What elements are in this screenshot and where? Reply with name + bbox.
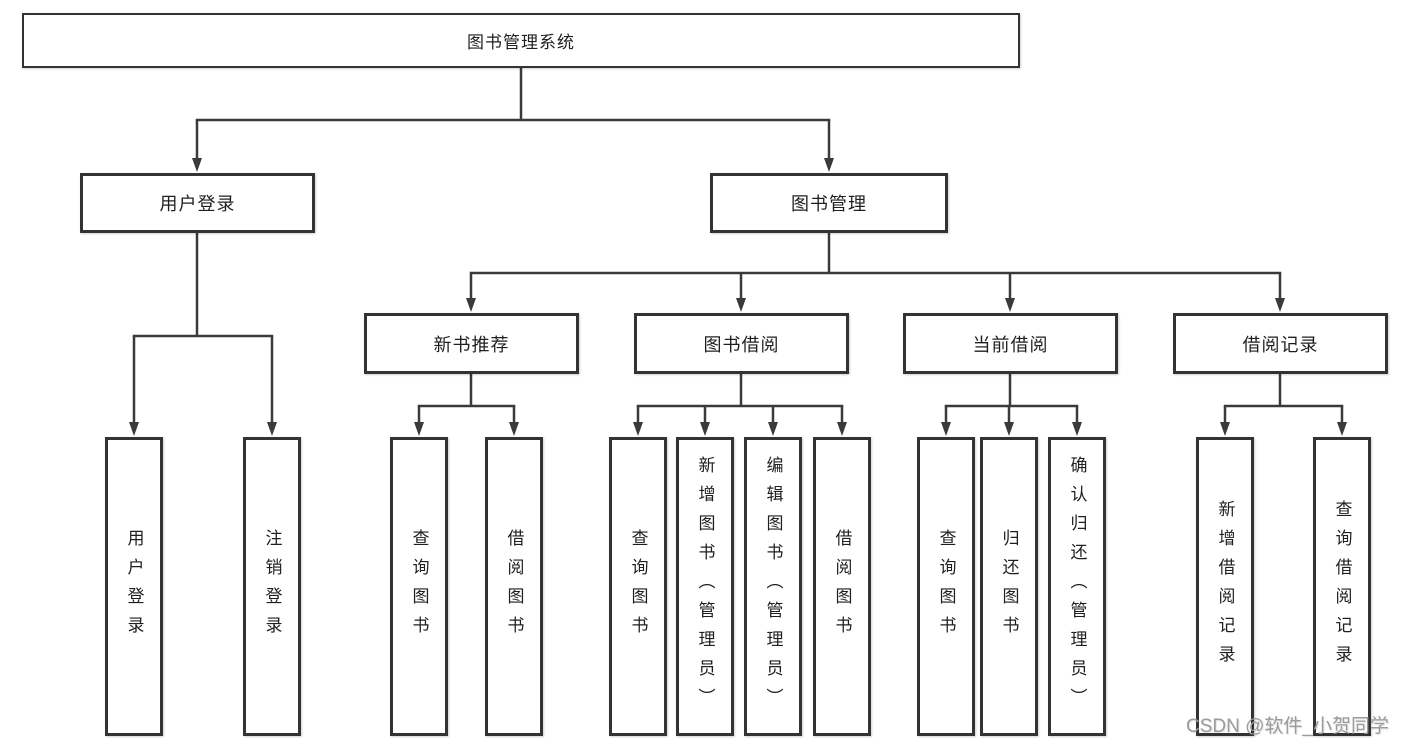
node-book-management: 图书管理 <box>710 173 948 233</box>
arrowhead-leaf <box>1220 422 1230 436</box>
leaf-add-borrow-record: 新增借阅记录 <box>1196 437 1254 736</box>
leaf-query-book-recommend: 查询图书 <box>390 437 448 736</box>
arrowhead-leaf <box>129 422 139 436</box>
connector-mgmt-to-level3 <box>469 233 1282 300</box>
node-label: 图书借阅 <box>703 334 780 355</box>
node-label: 编辑图书（管理员） <box>763 456 783 717</box>
csdn-watermark: CSDN @软件_小贺同学 <box>1186 716 1389 737</box>
node-label: 用户登录 <box>159 194 236 214</box>
leaf-edit-book-admin: 编辑图书（管理员） <box>744 437 802 736</box>
arrowhead-leaf <box>1072 422 1082 436</box>
node-book-borrow: 图书借阅 <box>634 313 849 374</box>
node-library-management-system: 图书管理系统 <box>22 13 1020 68</box>
node-user-login: 用户登录 <box>80 173 315 233</box>
node-label: 新书推荐 <box>433 334 510 355</box>
arrowhead-leaf <box>837 422 847 436</box>
arrowhead-leaf <box>768 422 778 436</box>
node-label: 借阅记录 <box>1242 334 1319 355</box>
arrowhead-leaf <box>633 422 643 436</box>
leaf-confirm-return-admin: 确认归还（管理员） <box>1048 437 1106 736</box>
leaf-borrow-book: 借阅图书 <box>813 437 871 736</box>
node-new-book-recommend: 新书推荐 <box>364 313 579 374</box>
arrowhead-leaf <box>267 422 277 436</box>
connector-login-to-leaves <box>132 233 274 424</box>
connector-root-to-level2 <box>195 68 831 160</box>
leaf-user-login: 用户登录 <box>105 437 163 736</box>
arrowhead-level3 <box>1005 298 1015 312</box>
arrowhead-level3 <box>466 298 476 312</box>
node-label: 查询图书 <box>628 528 648 645</box>
connector-records-to-leaves <box>1223 374 1344 424</box>
arrowhead-leaf <box>1004 422 1014 436</box>
connector-current-to-leaves <box>944 374 1079 424</box>
arrowhead-leaf <box>941 422 951 436</box>
node-label: 图书管理 <box>791 194 867 214</box>
node-borrow-records: 借阅记录 <box>1173 313 1388 374</box>
leaf-return-book: 归还图书 <box>980 437 1038 736</box>
node-label: 借阅图书 <box>832 528 852 645</box>
node-label: 借阅图书 <box>504 528 524 645</box>
arrowhead-level3 <box>736 298 746 312</box>
node-label: 当前借阅 <box>972 334 1049 355</box>
arrowhead-user-login <box>192 158 202 172</box>
leaf-query-book-borrow: 查询图书 <box>609 437 667 736</box>
node-label: 新增借阅记录 <box>1215 499 1235 674</box>
connector-borrow-to-leaves <box>636 374 844 424</box>
node-label: 用户登录 <box>124 528 144 645</box>
arrowhead-leaf <box>509 422 519 436</box>
leaf-logout: 注销登录 <box>243 437 301 736</box>
connector-recommend-to-leaves <box>417 374 516 424</box>
leaf-query-borrow-record: 查询借阅记录 <box>1313 437 1371 736</box>
node-label: 确认归还（管理员） <box>1067 456 1087 717</box>
node-label: 注销登录 <box>262 528 282 645</box>
leaf-add-book-admin: 新增图书（管理员） <box>676 437 734 736</box>
leaf-query-book-current: 查询图书 <box>917 437 975 736</box>
node-label: 查询借阅记录 <box>1332 499 1352 674</box>
node-current-borrow: 当前借阅 <box>903 313 1118 374</box>
node-label: 归还图书 <box>999 528 1019 645</box>
leaf-borrow-book-recommend: 借阅图书 <box>485 437 543 736</box>
arrowhead-book-management <box>824 158 834 172</box>
arrowhead-leaf <box>1337 422 1347 436</box>
node-label: 查询图书 <box>409 528 429 645</box>
arrowhead-leaf <box>700 422 710 436</box>
node-label: 查询图书 <box>936 528 956 645</box>
node-label: 图书管理系统 <box>467 33 575 52</box>
arrowhead-level3 <box>1275 298 1285 312</box>
node-label: 新增图书（管理员） <box>695 456 715 717</box>
arrowhead-leaf <box>414 422 424 436</box>
